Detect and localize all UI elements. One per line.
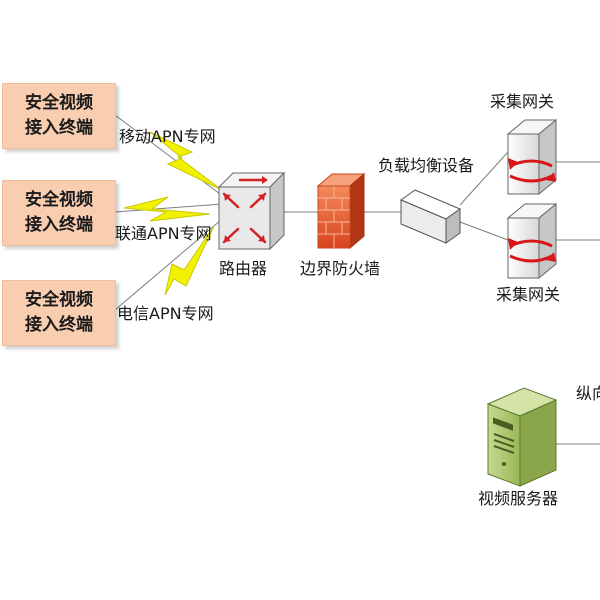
terminal-box-2: 安全视频 接入终端 (2, 180, 116, 246)
terminal-label-line2: 接入终端 (25, 215, 93, 235)
gateway-bottom-label: 采集网关 (496, 285, 561, 304)
terminal-label-line1: 安全视频 (25, 93, 93, 113)
link-terminal3-router (114, 213, 229, 311)
apn-telecom-label: 电信APN专网 (117, 304, 214, 323)
terminal-box-1: 安全视频 接入终端 (2, 83, 116, 149)
gateway-top-icon (506, 118, 558, 196)
terminal-label-line1: 安全视频 (25, 290, 93, 310)
link-loadbalancer-gateway-bottom (459, 221, 509, 241)
video-server-label: 视频服务器 (478, 489, 559, 508)
lightning-icon (164, 225, 215, 296)
router-label: 路由器 (219, 259, 268, 278)
link-terminal1-router (114, 114, 229, 201)
link-terminal2-router (114, 203, 223, 213)
firewall-icon (316, 172, 366, 250)
load-balancer-label: 负载均衡设备 (378, 156, 475, 175)
router-icon (217, 171, 286, 251)
connection-lines (114, 114, 600, 445)
lightning-icons (123, 131, 223, 296)
terminal-label-line1: 安全视频 (25, 190, 93, 210)
apn-unicom-label: 联通APN专网 (115, 224, 212, 243)
link-loadbalancer-gateway-top (459, 151, 509, 206)
video-server-icon (486, 387, 558, 487)
load-balancer-icon (399, 189, 462, 244)
terminal-label-line2: 接入终端 (25, 118, 93, 138)
terminal-box-3: 安全视频 接入终端 (2, 280, 116, 346)
lightning-icon (123, 196, 211, 222)
apn-mobile-label: 移动APN专网 (119, 127, 216, 146)
terminal-label-line2: 接入终端 (25, 315, 93, 335)
gateway-bottom-icon (506, 202, 558, 280)
gateway-top-label: 采集网关 (490, 92, 555, 111)
cut-off-label: 纵向 (576, 384, 600, 403)
firewall-label: 边界防火墙 (300, 259, 381, 278)
